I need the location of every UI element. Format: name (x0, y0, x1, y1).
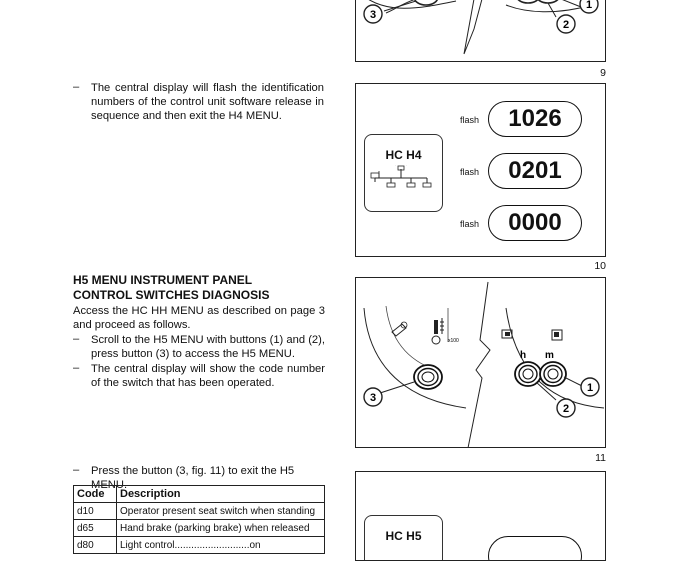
flash-label-2: flash (460, 167, 480, 177)
column-header-description: Description (116, 485, 325, 503)
gauge-icon (431, 318, 444, 345)
bullet-dash: – (73, 464, 80, 476)
callout-2-label: 2 (563, 403, 569, 415)
callout-1 (579, 0, 599, 14)
display-value-3: 0000 (488, 205, 582, 241)
section-heading: H5 MENU INSTRUMENT PANEL CONTROL SWITCHE… (73, 273, 269, 302)
figure-10-number: 10 (594, 260, 606, 272)
symbol-m: m (545, 350, 554, 361)
figure-9: 3 1 2 (355, 0, 606, 62)
description-cell: Hand brake (parking brake) when released (116, 519, 325, 537)
description-cell: Light control...........................… (116, 536, 325, 554)
code-cell: d10 (73, 502, 117, 520)
codes-table: Code Description d10 Operator present se… (73, 485, 325, 554)
display-value-2: 0201 (488, 153, 582, 189)
figure-10: HC H4 flash 1026 flash 0201 flash 0000 (355, 83, 606, 257)
callout-1 (580, 377, 600, 397)
intro-paragraph: Access the HC HH MENU as described on pa… (73, 305, 325, 332)
callout-1-label: 1 (586, 0, 592, 11)
table-header-row: Code Description (73, 485, 325, 503)
callout-2-label: 2 (563, 19, 569, 31)
button-1[interactable] (539, 361, 567, 387)
hc-h4-display: HC H4 (364, 134, 443, 212)
callout-3 (363, 4, 383, 24)
fuel-icon (551, 329, 563, 341)
button-3[interactable] (413, 364, 443, 390)
description-cell: Operator present seat switch when standi… (116, 502, 325, 520)
figure-11-number: 11 (595, 452, 606, 464)
step-scroll: Scroll to the H5 MENU with buttons (1) a… (91, 334, 325, 361)
figure-12: HC H5 (355, 471, 606, 561)
network-icon (370, 165, 432, 188)
code-cell: d65 (73, 519, 117, 537)
x100-label: x100 (448, 338, 459, 344)
heading-line-1: H5 MENU INSTRUMENT PANEL (73, 273, 253, 287)
figure-9-number: 9 (600, 67, 606, 79)
callout-2 (556, 398, 576, 418)
bullet-dash: – (73, 81, 80, 93)
figure-9-illustration: 3 1 2 (363, 0, 599, 55)
figure-11-illustration: x100 h m 3 (363, 281, 605, 447)
callout-3 (363, 387, 383, 407)
table-row: d65 Hand brake (parking brake) when rele… (73, 519, 325, 537)
rpm-icon (431, 335, 441, 345)
symbol-h: h (520, 350, 526, 361)
callout-3-label: 3 (370, 9, 376, 21)
bullet-dash: – (73, 333, 80, 345)
column-header-code: Code (73, 485, 117, 503)
table-row: d80 Light control.......................… (73, 536, 325, 554)
callout-3-label: 3 (370, 392, 376, 404)
tool-icon (391, 321, 408, 337)
code-cell: d80 (73, 536, 117, 554)
callout-2 (556, 14, 576, 34)
oil-icon (501, 329, 513, 339)
button-2[interactable] (514, 361, 542, 387)
bullet-dash: – (73, 362, 80, 374)
table-row: d10 Operator present seat switch when st… (73, 502, 325, 520)
heading-line-2: CONTROL SWITCHES DIAGNOSIS (73, 287, 270, 302)
display-value-1: 1026 (488, 101, 582, 137)
callout-1-label: 1 (587, 382, 593, 394)
step-display: The central display will show the code n… (91, 363, 325, 390)
flash-label-1: flash (460, 115, 480, 125)
flash-label-3: flash (460, 219, 480, 229)
hc-h5-title: HC H5 (385, 529, 422, 543)
hc-h5-display: HC H5 (364, 515, 443, 560)
paragraph-exit-h4: The central display will flash the ident… (91, 82, 324, 123)
figure-11: x100 h m 3 (355, 277, 606, 448)
hc-h4-title: HC H4 (385, 148, 422, 162)
